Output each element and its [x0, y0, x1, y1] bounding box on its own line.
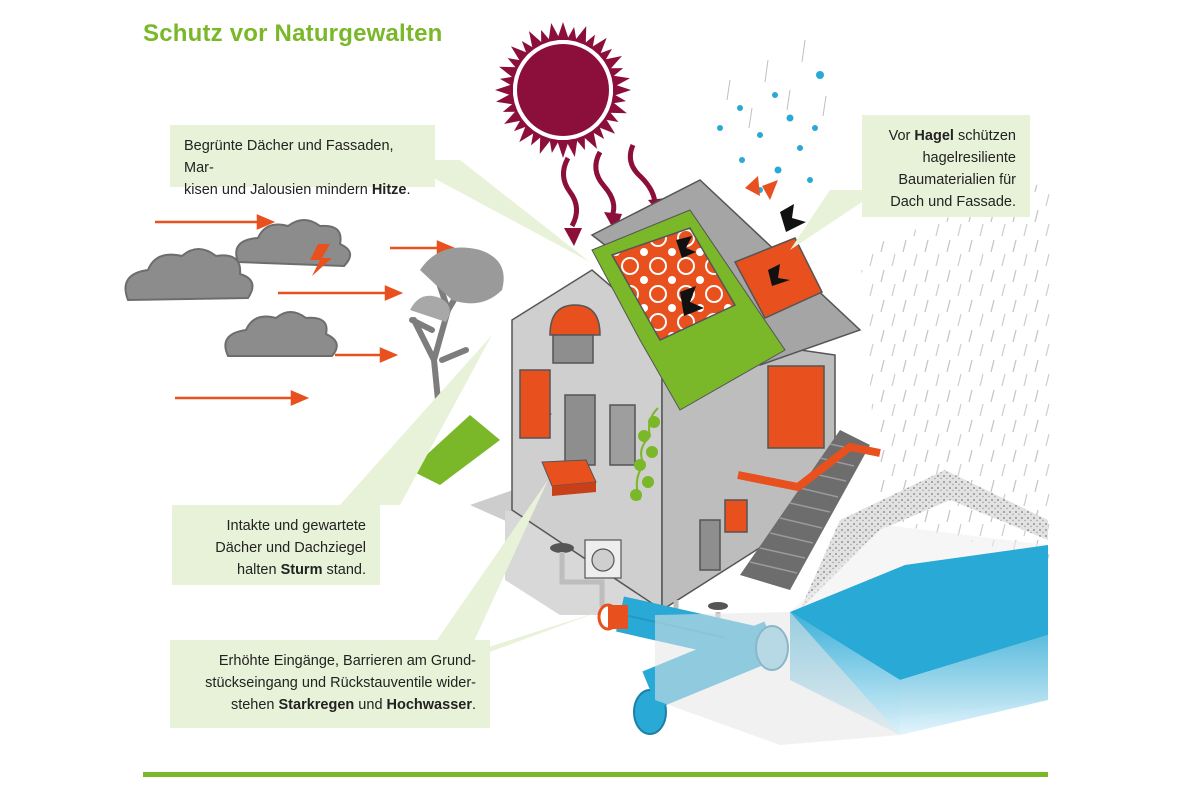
bottom-rule — [143, 772, 1048, 777]
backflow-valve-icon — [597, 603, 628, 631]
staircase — [737, 430, 881, 590]
heavy-rain — [860, 180, 1050, 560]
callout-hail-line-1: Vor Hagel schützen — [888, 128, 1016, 144]
storm-clouds — [124, 219, 351, 357]
flood-barrier — [541, 459, 597, 496]
floor-drain-2 — [708, 602, 728, 610]
callout-hail: Vor Hagel schützen hagelresiliente Bauma… — [862, 115, 1030, 217]
callout-storm-line-1: Intakte und gewartete — [226, 518, 366, 534]
washing-machine-icon — [584, 539, 622, 579]
hail-impact-icon — [745, 176, 778, 200]
sun-icon — [495, 22, 631, 158]
page-title: Schutz vor Naturgewalten — [143, 20, 443, 47]
callout-flood-line-2: stückseingang und Rückstauventile wider- — [205, 675, 476, 691]
hail-damaged-roof-tile — [733, 237, 824, 319]
callout-storm-line-2: Dächer und Dachziegel — [215, 540, 366, 556]
climbing-plant-icon — [630, 407, 660, 501]
callout-storm-line-3: halten Sturm stand. — [237, 562, 366, 578]
callout-heat-line-1: Begrünte Dächer und Fassaden, Mar- — [184, 138, 394, 176]
callout-flood-line-3: stehen Starkregen und Hochwasser. — [230, 697, 476, 713]
lawn — [410, 415, 500, 485]
hail-streaks — [726, 39, 827, 129]
callout-flood: Erhöhte Eingänge, Barrieren am Grund- st… — [170, 640, 490, 728]
callout-heat-line-2: kisen und Jalousien mindern Hitze. — [184, 182, 411, 198]
windows — [519, 304, 825, 571]
solar-panels — [610, 227, 737, 341]
floor-drain — [550, 543, 574, 553]
callout-hail-line-2: hagelresiliente — [922, 150, 1016, 166]
heat-rays — [561, 143, 658, 228]
callout-heat: Begrünte Dächer und Fassaden, Mar- kisen… — [170, 125, 435, 198]
callout-storm: Intakte und gewartete Dächer und Dachzie… — [172, 505, 380, 585]
lightning-icon — [310, 244, 332, 276]
callout-flood-line-1: Erhöhte Eingänge, Barrieren am Grund- — [218, 653, 476, 669]
callout-hail-line-4: Dach und Fassade. — [890, 194, 1016, 210]
soil-cross-section — [655, 612, 900, 745]
callout-hail-line-3: Baumaterialien für — [898, 172, 1016, 188]
stair-railing — [737, 442, 881, 492]
tree-icon — [409, 247, 504, 423]
